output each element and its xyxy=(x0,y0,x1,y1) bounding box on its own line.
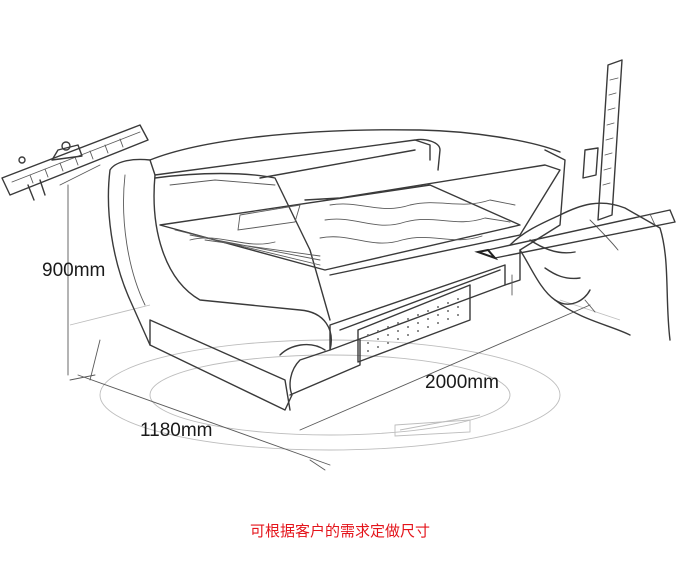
caliper-icon xyxy=(1,124,149,201)
height-dimension-label: 900mm xyxy=(42,260,105,281)
pencil-icon xyxy=(474,209,676,261)
cabinet-body xyxy=(107,129,566,411)
depth-dimension-label: 1180mm xyxy=(140,420,213,441)
width-dimension-line xyxy=(299,299,596,431)
depth-dimension-line xyxy=(77,339,331,471)
custom-size-caption: 可根据客户的需求定做尺寸 xyxy=(249,522,430,540)
vent-grille xyxy=(367,298,459,352)
ruler-icon xyxy=(582,59,623,221)
width-dimension-label: 2000mm xyxy=(425,372,499,393)
hand-icon xyxy=(509,202,671,341)
